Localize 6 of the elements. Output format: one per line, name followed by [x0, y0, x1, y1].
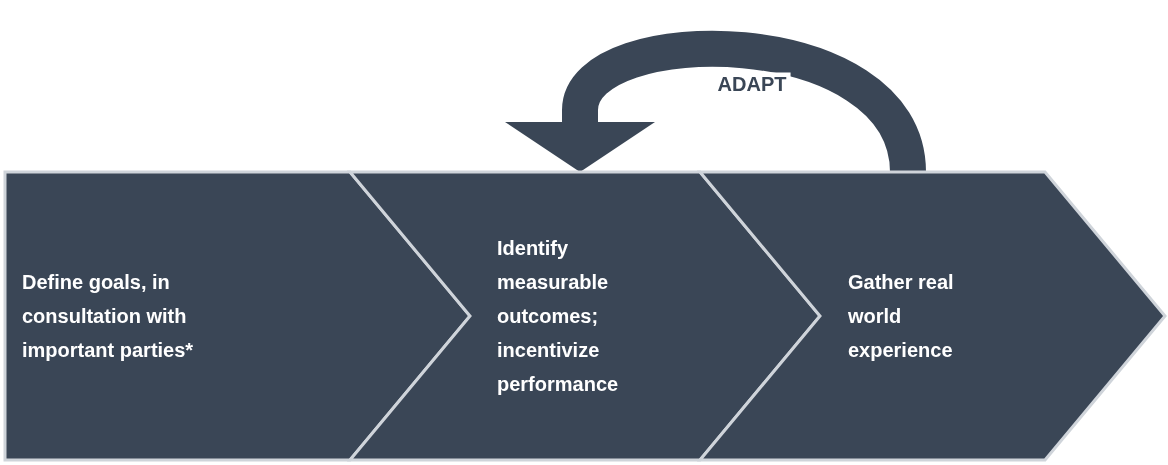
step-text: Define goals, in consultation with important parties*: [22, 270, 195, 363]
step-text: Gather real world experience: [848, 270, 955, 363]
chevron-step: [700, 172, 1165, 460]
chevron-step: [350, 172, 820, 460]
chevron-step: [5, 172, 470, 460]
step-text: Identify measurable outcomes; incentivize performance: [497, 236, 620, 397]
